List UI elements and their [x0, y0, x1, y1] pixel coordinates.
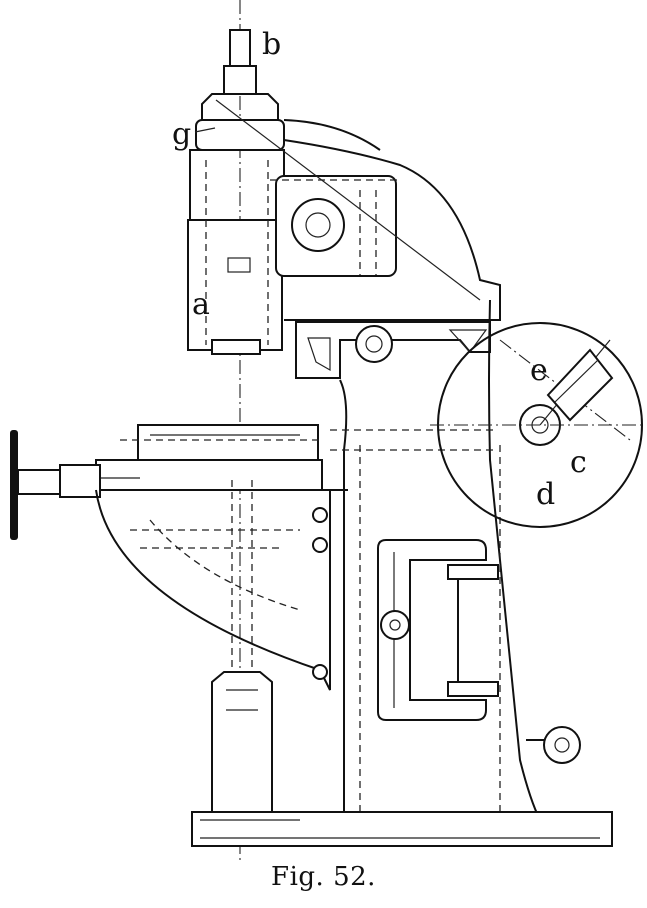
cross-slide: [295, 321, 491, 379]
column: [330, 299, 541, 825]
top-spindle: [201, 29, 279, 121]
base: [191, 811, 613, 847]
label-g-leader: [194, 127, 216, 133]
side-knob: [526, 726, 581, 764]
spindle-head: [187, 119, 285, 355]
table: [10, 424, 323, 540]
label-c: c: [570, 445, 587, 480]
side-frame: [377, 539, 499, 721]
knee: [95, 489, 348, 691]
label-e: e: [530, 353, 548, 388]
label-b: b: [262, 27, 281, 62]
gear-disc: [430, 322, 645, 528]
label-d: d: [536, 477, 555, 512]
label-a: a: [192, 287, 210, 322]
overarm: [215, 99, 501, 321]
figure-caption: Fig. 52.: [271, 862, 376, 892]
lower-spindle: [211, 480, 273, 816]
label-g: g: [172, 117, 191, 152]
